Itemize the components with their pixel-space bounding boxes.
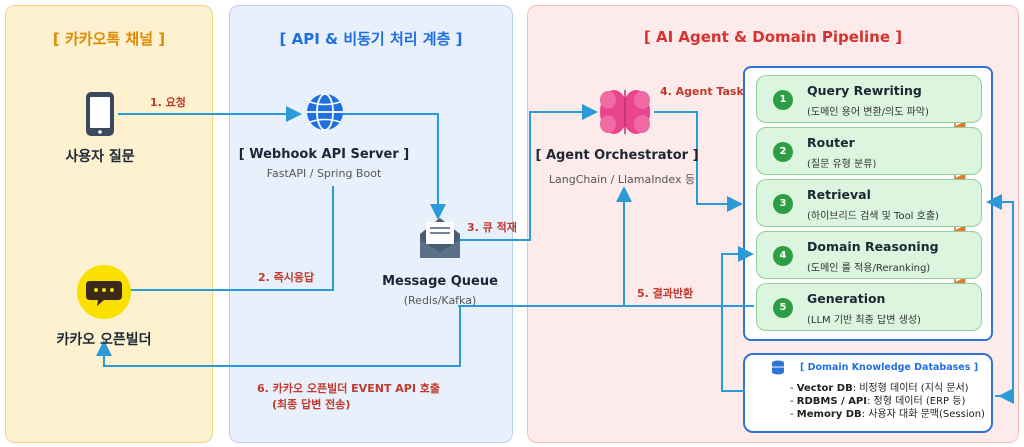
knowledge-db-item-vector: - Vector DB: 비정형 데이터 (지식 문서) <box>790 383 969 394</box>
zone-api-layer: [ API & 비동기 처리 계층 ] <box>229 5 513 443</box>
step-number: 1 <box>773 90 793 110</box>
globe-icon <box>307 93 343 131</box>
knowledge-db-item-name: Vector DB <box>796 383 853 394</box>
step-subtitle: (질문 유형 분류) <box>807 159 877 170</box>
phone-icon <box>86 92 114 136</box>
edge-webhook-to-mq <box>326 113 446 220</box>
knowledge-db-item-rdbms: - RDBMS / API: 정형 데이터 (ERP 등) <box>790 396 966 407</box>
knowledge-db-box <box>743 353 993 433</box>
brain-icon <box>600 90 650 134</box>
step-title: Retrieval <box>807 187 871 202</box>
step-title: Domain Reasoning <box>807 239 939 254</box>
knowledge-db-item-name: Memory DB <box>796 409 862 420</box>
edge-event-api <box>96 306 461 367</box>
pipeline-step-domain-reasoning: 4 Domain Reasoning (도메인 룰 적용/Reranking) <box>756 231 982 279</box>
zone-ai-agent-title: [ AI Agent & Domain Pipeline ] <box>643 28 903 46</box>
step-subtitle: (도메인 룰 적용/Reranking) <box>807 263 931 274</box>
edge-label-request: 1. 요청 <box>150 96 186 109</box>
edge-enqueue <box>460 104 598 241</box>
step-number: 5 <box>773 298 793 318</box>
edge-label-result-return: 5. 결과반환 <box>637 287 694 300</box>
mq-subtitle: (Redis/Kafka) <box>403 294 477 307</box>
step-number: 4 <box>773 246 793 266</box>
step-number: 3 <box>773 194 793 214</box>
edge-label-enqueue: 3. 큐 적재 <box>467 221 517 234</box>
edge-db-reasoning <box>721 246 754 392</box>
step-subtitle: (도메인 용어 변환/의도 파악) <box>807 107 929 118</box>
knowledge-db-item-desc: : 사용자 대화 문맥(Session) <box>861 409 985 420</box>
pipeline-step-generation: 5 Generation (LLM 기반 최종 답변 생성) <box>756 283 982 331</box>
edge-label-agent-task: 4. Agent Task <box>660 85 744 98</box>
webhook-title: [ Webhook API Server ] <box>238 147 410 162</box>
orchestrator-subtitle: LangChain / LlamaIndex 등 <box>548 173 696 186</box>
pipeline-step-retrieval: 3 Retrieval (하이브리드 검색 및 Tool 호출) <box>756 179 982 227</box>
zone-kakao-channel: [ 카카오톡 채널 ] <box>5 5 213 443</box>
knowledge-db-item-desc: : 비정형 데이터 (지식 문서) <box>852 383 969 394</box>
database-icon <box>772 360 784 375</box>
envelope-icon <box>420 218 460 258</box>
user-question-label: 사용자 질문 <box>65 149 135 165</box>
knowledge-db-title: [ Domain Knowledge Databases ] <box>800 362 979 373</box>
edge-label-event-api-sub: (최종 답변 전송) <box>272 398 351 411</box>
step-title: Generation <box>807 291 886 306</box>
edge-immediate-response <box>108 186 334 298</box>
step-number: 2 <box>773 142 793 162</box>
webhook-subtitle: FastAPI / Spring Boot <box>266 167 382 180</box>
knowledge-db-item-memory: - Memory DB: 사용자 대화 문맥(Session) <box>790 409 985 420</box>
edge-db-retrieval <box>986 194 1014 397</box>
step-subtitle: (LLM 기반 최종 답변 생성) <box>807 315 921 326</box>
kakao-builder-label: 카카오 오픈빌더 <box>56 332 152 348</box>
edge-agent-task <box>654 111 743 212</box>
knowledge-db-item-desc: : 정형 데이터 (ERP 등) <box>866 396 966 407</box>
step-subtitle: (하이브리드 검색 및 Tool 호출) <box>807 211 939 222</box>
step-title: Router <box>807 135 855 150</box>
knowledge-db-item-name: RDBMS / API <box>796 396 867 407</box>
edge-label-immediate-response: 2. 즉시응답 <box>258 271 315 284</box>
mq-title: Message Queue <box>382 274 498 289</box>
zone-kakao-channel-title: [ 카카오톡 채널 ] <box>52 30 166 48</box>
chat-bubble-icon <box>77 265 131 319</box>
orchestrator-title: [ Agent Orchestrator ] <box>535 148 699 163</box>
step-title: Query Rewriting <box>807 83 922 98</box>
edge-label-event-api: 6. 카카오 오픈빌더 EVENT API 호출 <box>257 382 440 395</box>
pipeline-step-query-rewriting: 1 Query Rewriting (도메인 용어 변환/의도 파악) <box>756 75 982 123</box>
zone-api-layer-title: [ API & 비동기 처리 계층 ] <box>279 30 463 48</box>
pipeline-step-router: 2 Router (질문 유형 분류) <box>756 127 982 175</box>
